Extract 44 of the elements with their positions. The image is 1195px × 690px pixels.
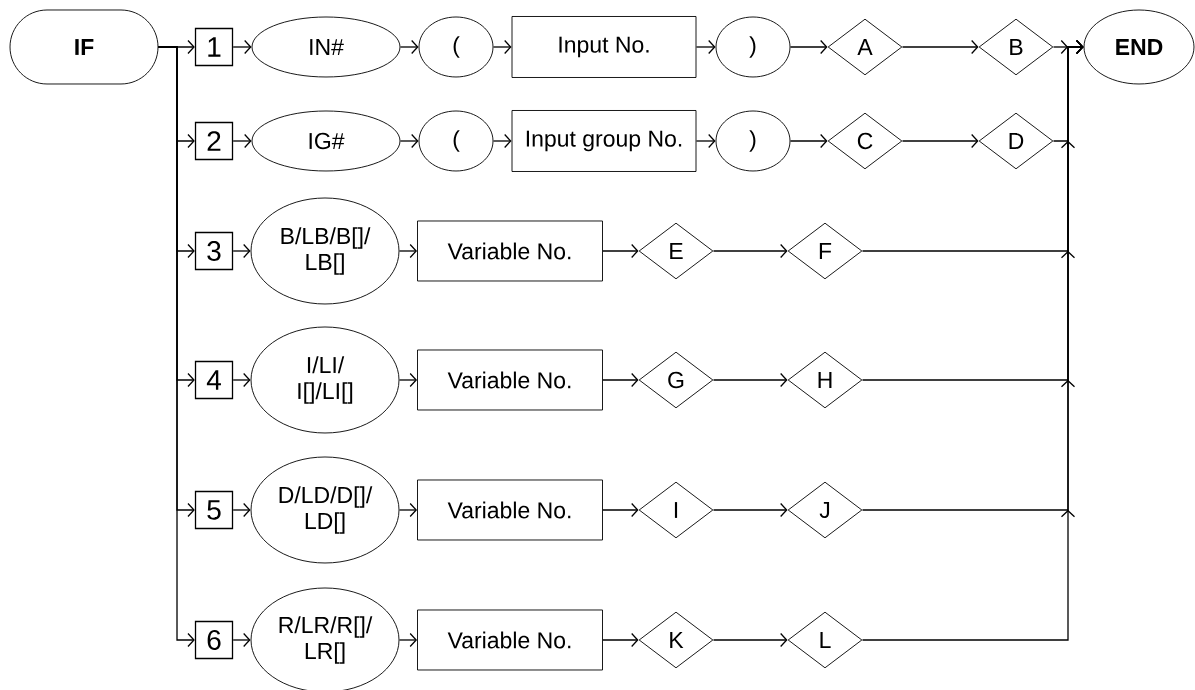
arrow xyxy=(398,502,418,518)
arrow xyxy=(398,243,418,259)
parameter-box: Input No. xyxy=(511,16,697,78)
start-terminal: IF xyxy=(9,9,159,85)
arrow xyxy=(602,502,639,518)
number-box: 6 xyxy=(194,620,234,660)
arrow xyxy=(399,133,419,149)
arrow xyxy=(398,372,418,388)
arrow xyxy=(232,133,252,149)
parameter-box: Variable No. xyxy=(417,349,603,411)
arrow xyxy=(232,39,252,55)
arrow xyxy=(712,502,788,518)
number-box: 5 xyxy=(194,490,234,530)
number-box: 4 xyxy=(194,360,234,400)
arrow xyxy=(602,632,639,648)
arrow xyxy=(232,243,251,259)
number-box: 2 xyxy=(194,121,234,161)
arrow xyxy=(712,243,788,259)
arrow xyxy=(157,46,195,648)
number-box: 3 xyxy=(194,231,234,271)
parameter-box: Variable No. xyxy=(417,220,603,282)
arrow xyxy=(695,39,716,55)
arrow xyxy=(789,39,828,55)
arrow xyxy=(901,133,979,149)
arrow xyxy=(695,133,716,149)
end-terminal: END xyxy=(1083,9,1195,85)
arrow xyxy=(398,632,418,648)
arrow xyxy=(232,372,251,388)
arrow xyxy=(232,632,251,648)
arrow xyxy=(232,502,251,518)
arrow xyxy=(861,39,1084,641)
arrow xyxy=(712,632,788,648)
arrow xyxy=(492,133,512,149)
parameter-box: Variable No. xyxy=(417,609,603,671)
parameter-box: Input group No. xyxy=(511,110,697,172)
arrow xyxy=(399,39,419,55)
arrow xyxy=(789,133,828,149)
parameter-box: Variable No. xyxy=(417,479,603,541)
arrow xyxy=(492,39,512,55)
arrow xyxy=(602,372,639,388)
arrow xyxy=(602,243,639,259)
arrow xyxy=(901,39,979,55)
number-box: 1 xyxy=(194,27,234,67)
arrow xyxy=(712,372,788,388)
